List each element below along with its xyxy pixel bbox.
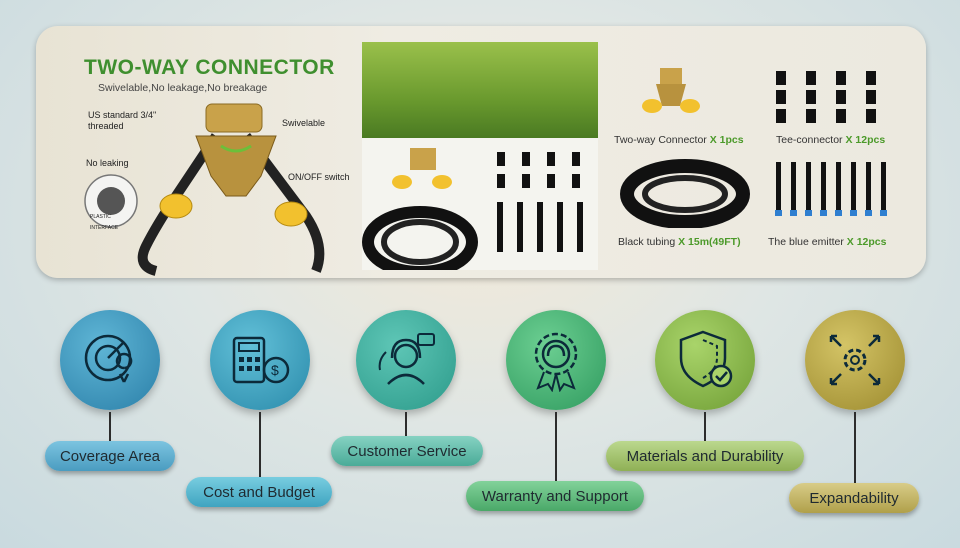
two-way-connector-image	[642, 68, 700, 113]
support-agent-icon	[378, 333, 435, 385]
tee-connectors-image	[776, 71, 876, 123]
callout-no-leaking: No leaking	[86, 158, 129, 168]
service-stem	[405, 412, 407, 436]
warranty-stem	[555, 412, 557, 482]
materials-label: Materials and Durability	[606, 441, 804, 471]
warranty-circle	[506, 310, 606, 410]
product-panel: TWO-WAY CONNECTOR Swivelable,No leakage,…	[36, 26, 926, 278]
svg-text:$: $	[271, 362, 279, 378]
service-label: Customer Service	[331, 436, 483, 466]
coverage-circle	[60, 310, 160, 410]
component-label-tubing: Black tubing X 15m(49FT)	[618, 236, 741, 248]
cost-label: Cost and Budget	[186, 477, 332, 507]
radar-location-icon	[84, 334, 133, 383]
component-label-tee: Tee-connector X 12pcs	[776, 134, 886, 146]
materials-stem	[704, 412, 706, 442]
component-label-emitter: The blue emitter X 12pcs	[768, 236, 887, 248]
calculator-dollar-icon: $	[232, 336, 290, 384]
warranty-label: Warranty and Support	[466, 481, 644, 511]
garden-bed-image	[362, 42, 598, 138]
callout-swivelable: Swivelable	[282, 118, 326, 128]
callout-plastic: PLASTIC INTERFACE	[90, 214, 119, 231]
callout-threaded: US standard 3/4" threaded	[88, 110, 157, 131]
component-label-two-way: Two-way Connector X 1pcs	[614, 134, 744, 146]
black-tubing-image	[620, 159, 750, 228]
callout-onoff: ON/OFF switch	[288, 172, 350, 182]
expandability-stem	[854, 412, 856, 484]
cost-stem	[259, 412, 261, 478]
materials-circle	[655, 310, 755, 410]
gear-arrows-icon	[829, 334, 881, 386]
expandability-circle	[805, 310, 905, 410]
badge-headset-icon	[534, 332, 578, 392]
coverage-label: Coverage Area	[45, 441, 175, 471]
product-subtitle: Swivelable,No leakage,No breakage	[98, 82, 268, 94]
coverage-stem	[109, 412, 111, 442]
shield-check-icon	[679, 330, 733, 388]
expandability-label: Expandability	[789, 483, 919, 513]
kit-parts-image	[362, 148, 583, 270]
kit-photo	[362, 42, 598, 270]
blue-emitters-image	[775, 162, 887, 216]
product-title: TWO-WAY CONNECTOR	[84, 56, 335, 79]
connector-illustration	[84, 103, 325, 276]
service-circle	[356, 310, 456, 410]
